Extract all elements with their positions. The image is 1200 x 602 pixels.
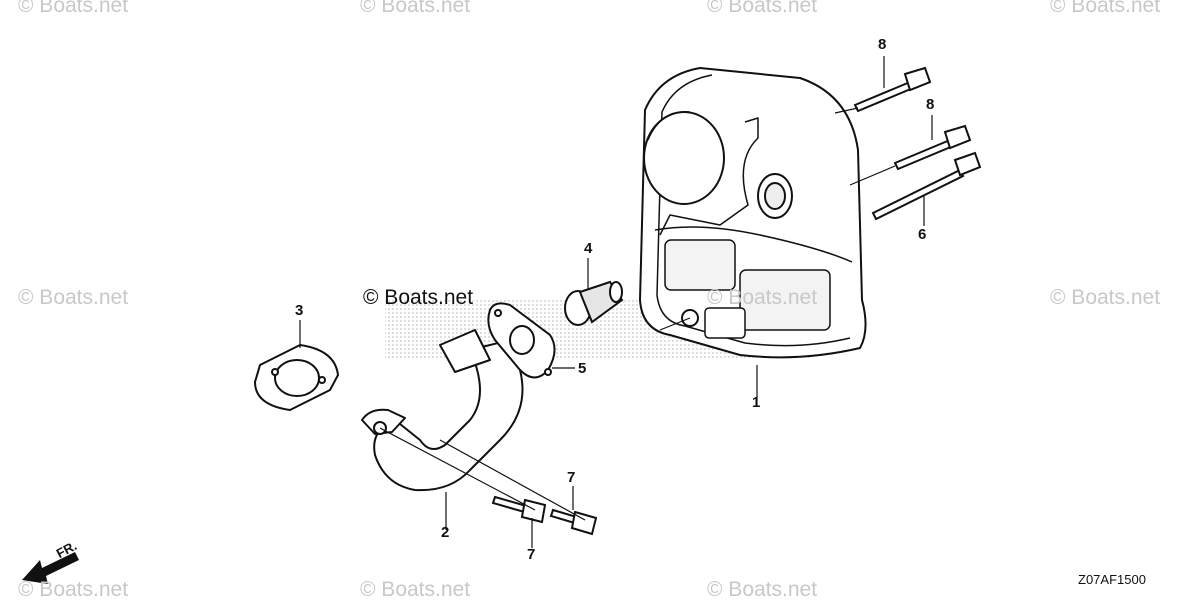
spark-arrester-screen xyxy=(564,280,624,326)
callout-7: 7 xyxy=(567,469,576,486)
watermark-text: © Boats.net xyxy=(18,578,129,601)
callout-5: 5 xyxy=(578,360,587,377)
leader-lines xyxy=(299,56,933,548)
watermark-text: © Boats.net xyxy=(360,0,471,17)
muffler-body xyxy=(639,67,867,359)
watermark-text: © Boats.net xyxy=(360,578,471,601)
callout-1: 1 xyxy=(752,394,761,411)
exhaust-pipe xyxy=(361,329,524,492)
callout-3: 3 xyxy=(295,302,304,319)
callout-6: 6 xyxy=(918,226,927,243)
front-direction-arrow xyxy=(22,552,79,584)
diagram-code: Z07AF1500 xyxy=(1078,572,1146,587)
gasket-part-3 xyxy=(253,343,340,412)
watermark-text: © Boats.net xyxy=(707,0,818,17)
watermark-text: © Boats.net xyxy=(707,578,818,601)
watermark-text: © Boats.net xyxy=(18,0,129,17)
muffler-bolts xyxy=(853,66,982,221)
callout-2: 2 xyxy=(441,524,450,541)
gasket-part-5 xyxy=(487,302,556,379)
watermark-text: © Boats.net xyxy=(1050,286,1161,309)
watermark-text: © Boats.net xyxy=(1050,0,1161,17)
callout-4: 4 xyxy=(584,240,593,257)
callout-8: 8 xyxy=(878,36,887,53)
watermark-text: © Boats.net xyxy=(707,286,818,309)
watermark-text: © Boats.net xyxy=(18,286,129,309)
watermark-text: © Boats.net xyxy=(363,286,474,309)
callout-8: 8 xyxy=(926,96,935,113)
pipe-bolts xyxy=(491,495,598,536)
callout-7: 7 xyxy=(527,546,536,563)
